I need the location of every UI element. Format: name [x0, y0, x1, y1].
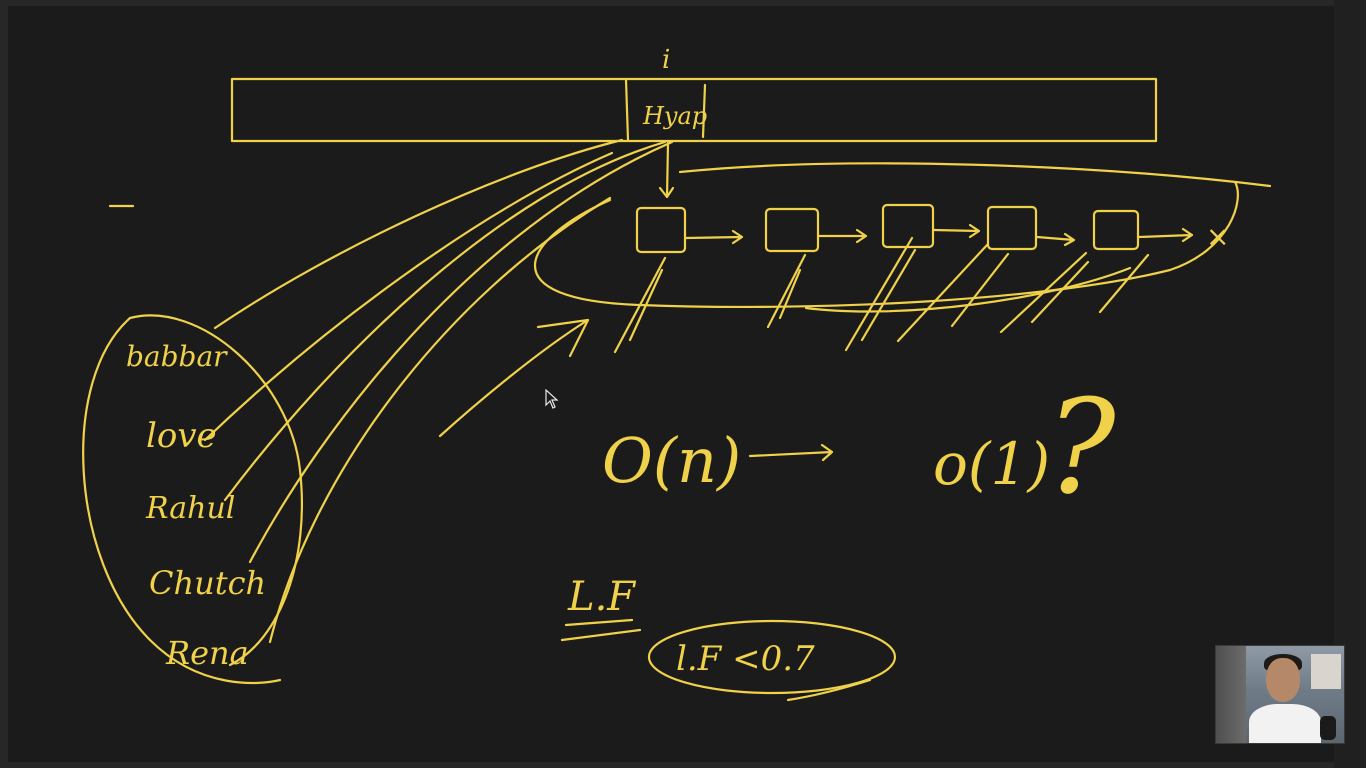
presenter-body: [1249, 704, 1321, 743]
list-arrow: [817, 228, 868, 244]
load-factor-rule: l.F <0.7: [676, 639, 815, 679]
key-item: love: [146, 416, 217, 456]
bucket-divider-left: [624, 78, 630, 142]
load-factor-label: L.F: [567, 574, 636, 620]
index-label: i: [662, 45, 670, 75]
list-end-marker: ×: [1206, 220, 1229, 253]
bucket-to-chain-arrow: [658, 141, 675, 199]
list-node: [881, 203, 935, 249]
hatch-strokes: [613, 236, 1150, 354]
linked-list: ×: [635, 203, 1229, 254]
list-node: [764, 207, 820, 253]
hash-array: [230, 77, 1158, 143]
key-item: Rahul: [145, 491, 235, 526]
question-mark: ?: [1046, 371, 1117, 523]
keys-list: babbar love Rahul Chutch Rena: [126, 340, 266, 672]
bucket-divider-right: [701, 83, 707, 139]
load-factor-tail: [786, 678, 872, 702]
list-arrow: [932, 223, 981, 239]
list-arrow: [1137, 227, 1194, 243]
complexity-to: o(1): [933, 430, 1050, 498]
keys-ellipse: [82, 314, 304, 685]
microphone-icon: [1320, 716, 1336, 740]
complexity-from: O(n): [602, 424, 741, 497]
list-node: [1092, 209, 1140, 251]
list-arrow: [1035, 232, 1076, 247]
key-item: Chutch: [149, 564, 266, 602]
webcam-overlay: [1215, 645, 1345, 744]
mapping-lines: [203, 138, 674, 644]
bucket-label: Hyap: [642, 102, 707, 130]
webcam-background: [1311, 654, 1341, 689]
chain-loop: [533, 162, 1272, 309]
complexity-arrow: [748, 443, 834, 462]
load-factor-ellipse: [647, 619, 897, 695]
list-node: [986, 205, 1038, 251]
webcam-background: [1216, 646, 1246, 743]
side-strip: [1334, 0, 1366, 768]
list-arrow: [684, 229, 744, 245]
mouse-pointer-icon: [545, 389, 559, 409]
list-node: [635, 206, 687, 254]
presenter-face: [1266, 658, 1300, 702]
load-factor-underline: [560, 618, 642, 642]
key-item: babbar: [126, 340, 228, 373]
key-item: Rena: [165, 634, 249, 672]
